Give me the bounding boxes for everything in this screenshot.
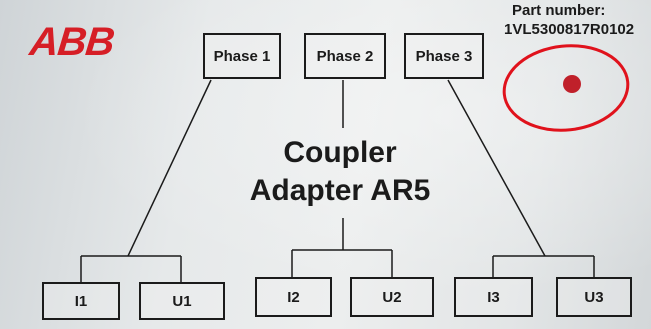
part-number-label: Part number: [512, 2, 606, 19]
terminal-i2: I2 [255, 277, 332, 317]
phase-2-box: Phase 2 [304, 33, 386, 79]
terminal-u3: U3 [556, 277, 632, 317]
red-dot-marker [563, 75, 581, 93]
phase-1-box: Phase 1 [203, 33, 281, 79]
device-title-line-2: Adapter AR5 [249, 174, 431, 207]
terminal-i1: I1 [42, 282, 120, 320]
red-circle-annotation [502, 44, 630, 132]
phase-3-box: Phase 3 [404, 33, 484, 79]
abb-logo: ABB [27, 20, 116, 64]
terminal-u1: U1 [139, 282, 225, 320]
phase-1-connector-line [127, 79, 212, 257]
phase-3-connector-line [447, 79, 546, 257]
terminal-u2: U2 [350, 277, 434, 317]
device-title: Coupler Adapter AR5 [200, 134, 480, 210]
part-number-value: 1VL5300817R0102 [504, 21, 635, 38]
terminal-i3: I3 [454, 277, 533, 317]
device-title-line-1: Coupler [283, 136, 397, 169]
